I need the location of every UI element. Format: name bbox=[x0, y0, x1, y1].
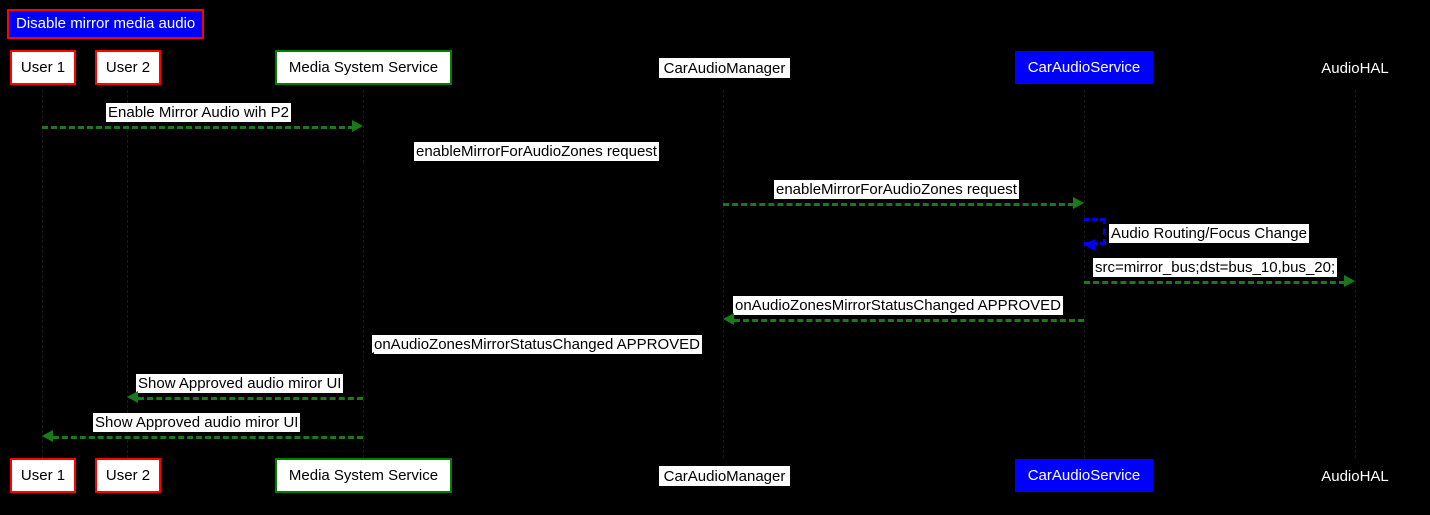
message-line-enable-mirror-request-2 bbox=[723, 203, 1074, 206]
lifeline-car-audio-service bbox=[1084, 90, 1085, 458]
message-label-src-dst-buses: src=mirror_bus;dst=bus_10,bus_20; bbox=[1093, 258, 1338, 277]
participant-user1-bottom[interactable]: User 1 bbox=[10, 458, 76, 493]
self-message-loop-audio-routing bbox=[1084, 218, 1106, 245]
participant-car-audio-manager-top[interactable]: CarAudioManager bbox=[659, 58, 790, 78]
arrow-head-enable-mirror-audio bbox=[352, 120, 363, 132]
participant-media-system-top[interactable]: Media System Service bbox=[275, 50, 452, 85]
participant-car-audio-manager-bottom[interactable]: CarAudioManager bbox=[659, 466, 790, 486]
participant-user1-top[interactable]: User 1 bbox=[10, 50, 76, 85]
message-label-show-approved-ui-2: Show Approved audio miror UI bbox=[93, 413, 301, 432]
message-line-show-approved-ui-2 bbox=[53, 436, 363, 439]
arrow-head-show-approved-ui-1 bbox=[127, 391, 138, 403]
message-line-src-dst-buses bbox=[1084, 281, 1345, 284]
participant-car-audio-service-bottom[interactable]: CarAudioService bbox=[1015, 459, 1153, 492]
participant-user2-top[interactable]: User 2 bbox=[95, 50, 161, 85]
arrow-head-show-approved-ui-2 bbox=[42, 430, 53, 442]
lifeline-car-audio-manager bbox=[723, 90, 724, 458]
message-label-mirror-status-approved-2: onAudioZonesMirrorStatusChanged APPROVED bbox=[372, 335, 703, 354]
arrow-head-src-dst-buses bbox=[1344, 275, 1355, 287]
arrow-head-mirror-status-approved-1 bbox=[723, 313, 734, 325]
message-line-mirror-status-approved-2 bbox=[374, 358, 723, 361]
arrow-head-enable-mirror-request-1 bbox=[712, 159, 723, 171]
message-line-show-approved-ui-1 bbox=[138, 397, 363, 400]
lifeline-user1 bbox=[42, 90, 43, 458]
message-label-audio-routing-focus-change: Audio Routing/Focus Change bbox=[1109, 224, 1309, 243]
arrow-head-mirror-status-approved-2 bbox=[363, 352, 374, 364]
participant-audio-hal-top[interactable]: AudioHAL bbox=[1321, 59, 1389, 77]
message-label-enable-mirror-audio: Enable Mirror Audio wih P2 bbox=[106, 103, 291, 122]
participant-car-audio-service-top[interactable]: CarAudioService bbox=[1015, 51, 1153, 84]
lifeline-media-system bbox=[363, 90, 364, 458]
message-line-enable-mirror-audio bbox=[42, 126, 354, 129]
arrow-head-enable-mirror-request-2 bbox=[1073, 197, 1084, 209]
message-line-mirror-status-approved-1 bbox=[734, 319, 1084, 322]
message-label-mirror-status-approved-1: onAudioZonesMirrorStatusChanged APPROVED bbox=[733, 296, 1064, 315]
participant-media-system-bottom[interactable]: Media System Service bbox=[275, 458, 452, 493]
message-label-enable-mirror-request-2: enableMirrorForAudioZones request bbox=[774, 180, 1019, 199]
self-message-arrow-audio-routing bbox=[1084, 239, 1095, 251]
diagram-title: Disable mirror media audio bbox=[7, 9, 205, 39]
message-label-enable-mirror-request-1: enableMirrorForAudioZones request bbox=[414, 142, 659, 161]
participant-user2-bottom[interactable]: User 2 bbox=[95, 458, 161, 493]
lifeline-audio-hal bbox=[1355, 90, 1356, 458]
participant-audio-hal-bottom[interactable]: AudioHAL bbox=[1321, 467, 1389, 485]
message-line-enable-mirror-request-1 bbox=[363, 165, 713, 168]
message-label-show-approved-ui-1: Show Approved audio miror UI bbox=[136, 374, 344, 393]
lifeline-user2 bbox=[127, 90, 128, 458]
